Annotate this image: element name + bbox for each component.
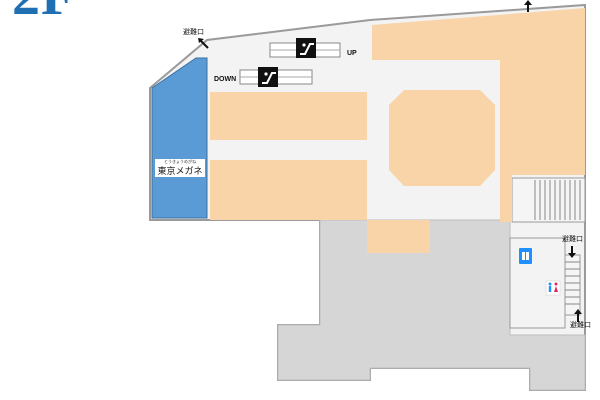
shop-label-card <box>155 159 205 177</box>
vertical-stair <box>564 254 581 316</box>
tenant-center-octagon <box>389 90 495 186</box>
escalator-down-icon <box>258 67 278 87</box>
highlighted-shop-area[interactable] <box>151 57 208 219</box>
shop-name-label: 東京メガネ <box>157 165 202 177</box>
escalator-up-glyph <box>300 43 314 55</box>
escalator-down-label: DOWN <box>214 76 236 83</box>
emergency-exit-arrow-nw-icon <box>199 39 209 49</box>
tenant-east-block <box>500 60 585 175</box>
escalator-up-icon <box>296 38 316 58</box>
tenant-south <box>210 160 367 220</box>
floor-label: 2F <box>12 0 76 24</box>
restroom-icon <box>545 280 561 296</box>
tenant-north <box>210 92 367 140</box>
emergency-exit-label-e1: 避難口 <box>562 234 583 243</box>
escalator-down-glyph <box>262 72 276 84</box>
stairwell <box>511 177 586 223</box>
escalator-up-label: UP <box>347 50 357 57</box>
tenant-south-annex <box>367 220 430 253</box>
vertical-stair-steps <box>565 261 580 305</box>
emergency-exit-label-nw: 避難口 <box>183 27 204 36</box>
emergency-exit-label-e2: 避難口 <box>570 320 591 329</box>
shop-kana-label: とうきょうめがね <box>164 158 196 164</box>
service-area <box>277 219 586 391</box>
stair-steps <box>534 180 581 220</box>
